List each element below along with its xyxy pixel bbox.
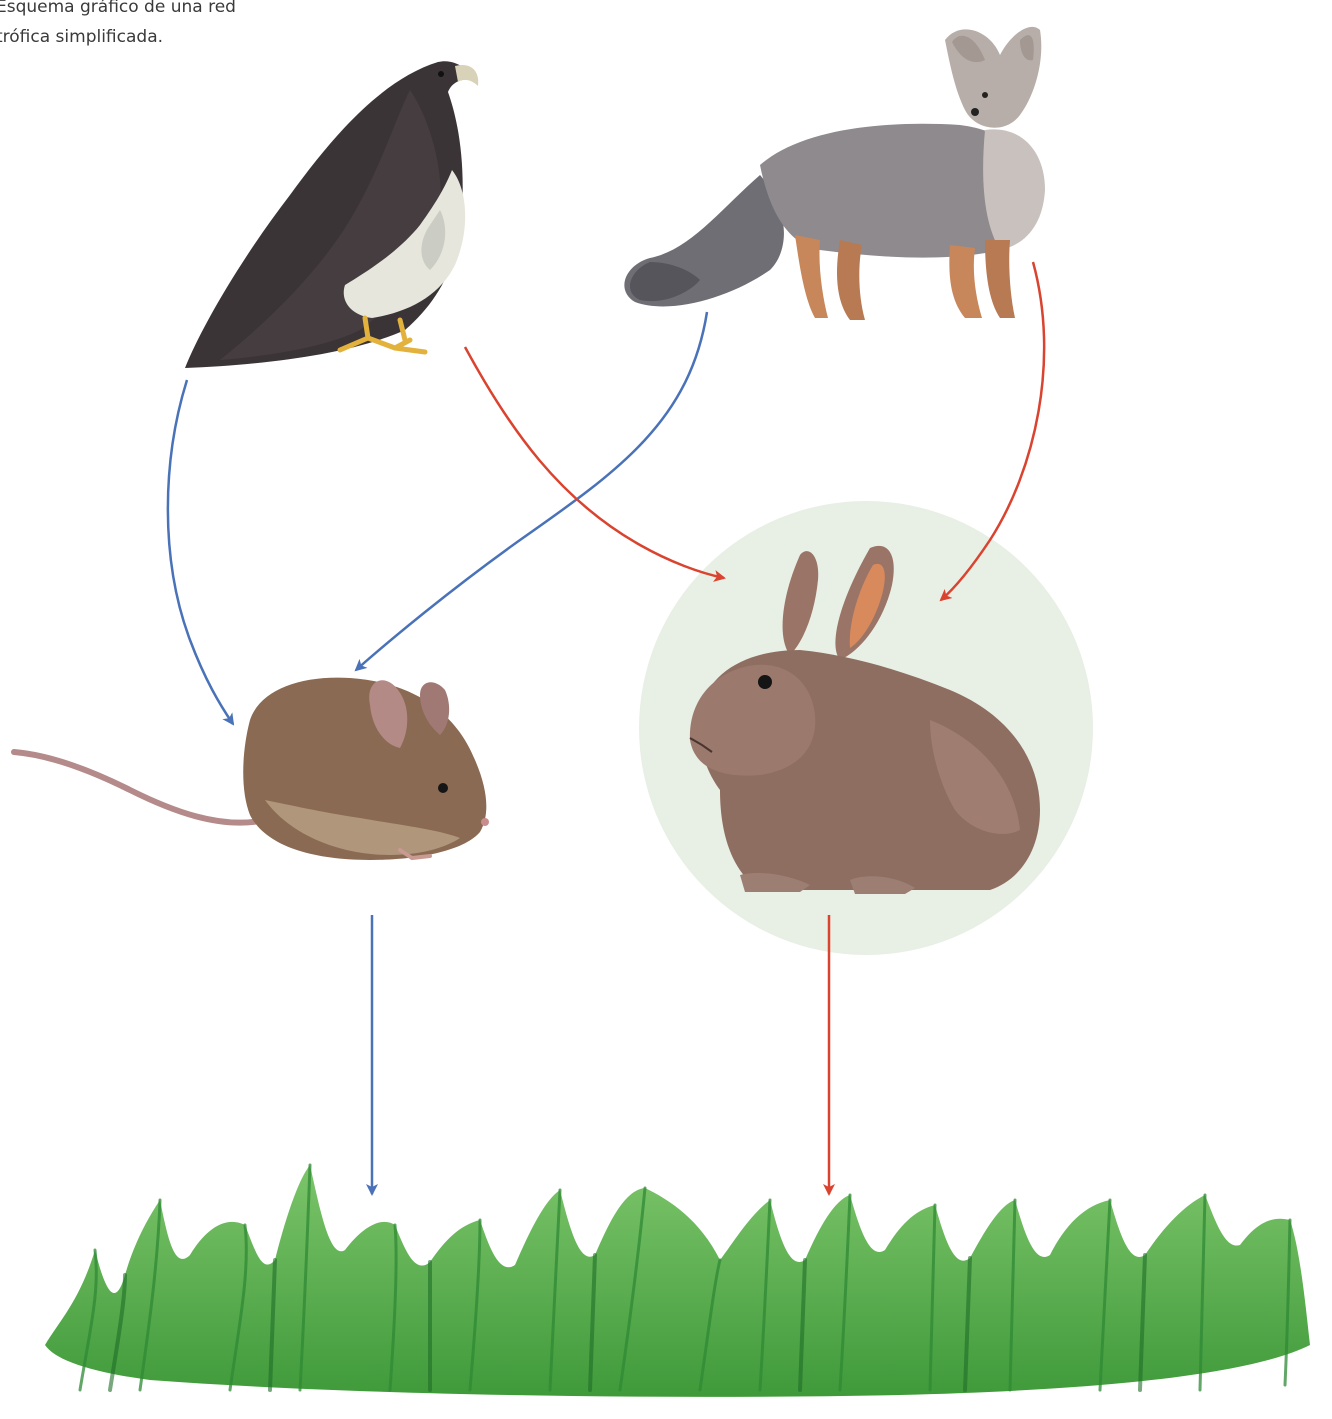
arrow-eagle-to-mouse [168, 380, 233, 724]
grass-illustration [45, 1165, 1310, 1397]
arrow-fox-to-mouse [356, 312, 707, 670]
eagle-illustration [185, 61, 478, 368]
fox-illustration [624, 27, 1045, 320]
mouse-illustration [14, 678, 489, 860]
